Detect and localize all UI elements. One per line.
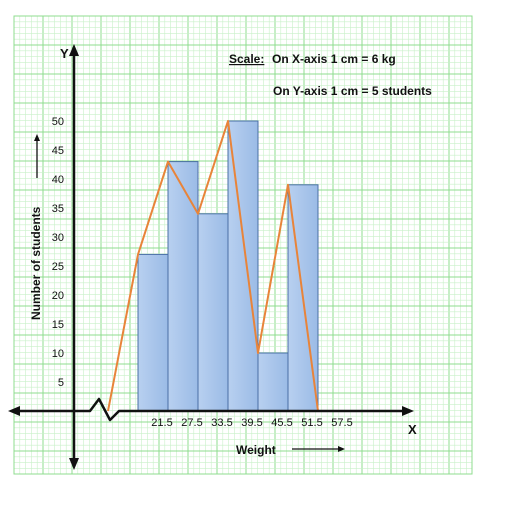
- x-axis-arrow-right: [402, 406, 414, 416]
- scale-y-text: On Y-axis 1 cm = 5 students: [273, 84, 432, 98]
- x-axis-title: Weight: [236, 443, 276, 457]
- y-tick-label: 45: [52, 145, 64, 157]
- x-axis-arrow-left: [8, 406, 20, 416]
- scale-note: Scale: On X-axis 1 cm = 6 kg On Y-axis 1…: [229, 52, 432, 98]
- y-tick-label: 20: [52, 290, 64, 302]
- x-tick-label: 27.5: [181, 417, 202, 429]
- y-tick-label: 30: [52, 232, 64, 244]
- histogram-bar: [197, 213, 229, 412]
- frequency-polygon: [107, 120, 319, 412]
- x-axis-title-arrow-head: [338, 446, 345, 452]
- y-tick-label: 10: [52, 348, 64, 360]
- y-tick-label: 40: [52, 174, 64, 186]
- x-axis-letter: X: [408, 422, 417, 437]
- y-axis-title: Number of students: [29, 206, 43, 320]
- y-axis-arrow-up: [69, 44, 79, 56]
- x-tick-labels: 21.5 27.5 33.5 39.5 45.5 51.5 57.5: [151, 417, 352, 429]
- y-tick-label: 15: [52, 319, 64, 331]
- histogram-bar: [227, 120, 259, 412]
- y-tick-label: 5: [58, 377, 64, 389]
- y-axis-arrow-down: [69, 458, 79, 470]
- axis-labels: Y X Weight Number of students Scale: On …: [29, 46, 432, 457]
- x-axis-line: [12, 397, 410, 422]
- y-tick-label: 50: [52, 116, 64, 128]
- histogram-bars: [137, 120, 319, 412]
- y-tick-label: 25: [52, 261, 64, 273]
- histogram-bar: [257, 352, 289, 412]
- x-tick-label: 57.5: [331, 417, 352, 429]
- x-tick-label: 21.5: [151, 417, 172, 429]
- scale-heading: Scale:: [229, 52, 264, 66]
- y-axis-title-arrow-head: [34, 134, 40, 141]
- histogram-bar: [137, 253, 169, 412]
- x-tick-label: 39.5: [241, 417, 262, 429]
- x-tick-label: 51.5: [301, 417, 322, 429]
- histogram-bar: [167, 161, 199, 412]
- x-tick-label: 33.5: [211, 417, 232, 429]
- frequency-polygon-line: [107, 120, 319, 412]
- axes: [8, 44, 414, 470]
- scale-x-text: On X-axis 1 cm = 6 kg: [272, 52, 396, 66]
- y-tick-label: 35: [52, 203, 64, 215]
- y-tick-labels: 5 10 15 20 25 30 35 40 45 50: [52, 116, 64, 389]
- y-axis-letter: Y: [60, 46, 69, 61]
- x-tick-label: 45.5: [271, 417, 292, 429]
- grid-border: [13, 15, 473, 475]
